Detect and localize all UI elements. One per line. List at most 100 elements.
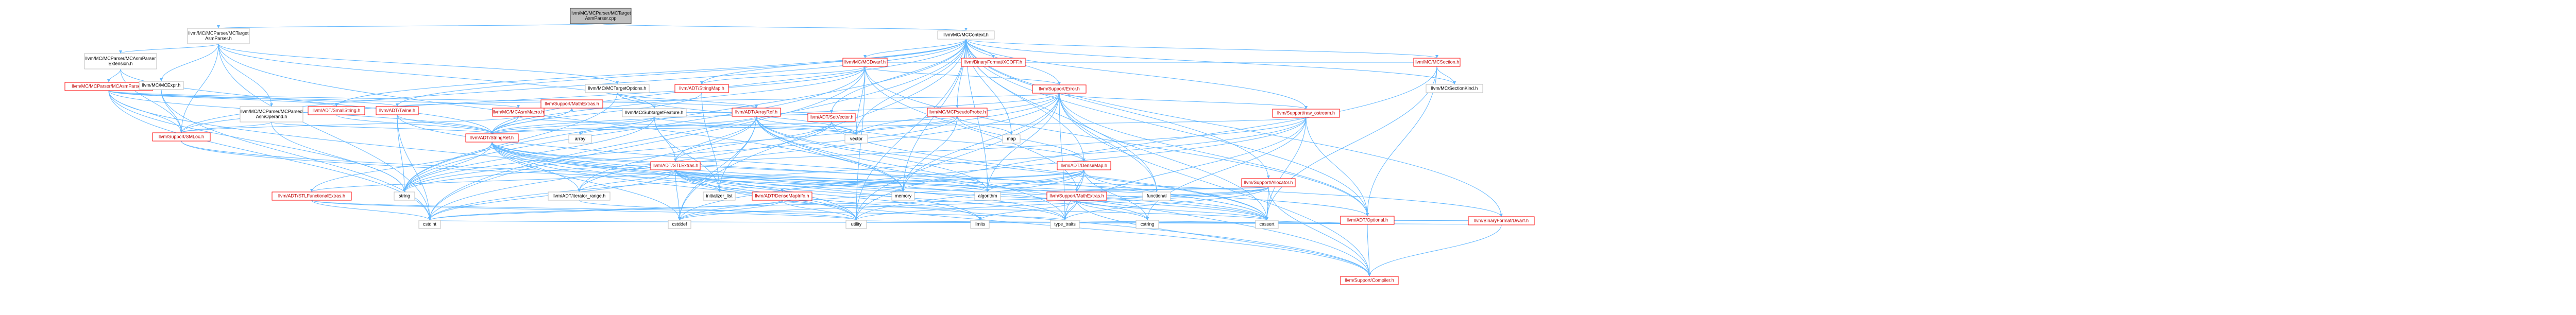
node-stlfunctional[interactable]: llvm/ADT/STLFunctionalExtras.h	[272, 191, 352, 201]
arrowhead-mcasmparserext-to-mcasmparser	[107, 79, 110, 82]
node-utility[interactable]: utility	[845, 220, 867, 229]
node-label-mctap_h-line-0: llvm/MC/MCParser/MCTarget	[188, 30, 249, 36]
node-mcpseudoprobe[interactable]: llvm/MC/MCPseudoProbe.h	[927, 108, 988, 117]
arrowhead-root-to-mctap_h	[217, 25, 220, 28]
node-limits[interactable]: limits	[970, 220, 990, 229]
node-densemapinfo[interactable]: llvm/ADT/DenseMapInfo.h	[752, 191, 812, 201]
edge-densemapinfo-to-utility	[782, 200, 857, 221]
node-dwarf[interactable]: llvm/BinaryFormat/Dwarf.h	[1468, 216, 1535, 225]
node-supporterror[interactable]: llvm/Support/Error.h	[1032, 84, 1087, 94]
edge-mcdwarf-to-mathextras	[865, 66, 1077, 192]
node-twine[interactable]: llvm/ADT/Twine.h	[376, 106, 419, 115]
node-string[interactable]: string	[394, 191, 415, 201]
edge-mccontext-to-mcsection	[965, 39, 1437, 59]
node-smloc[interactable]: llvm/Support/SMLoc.h	[152, 132, 211, 142]
node-label-densemap-line-0: llvm/ADT/DenseMap.h	[1061, 163, 1107, 168]
edge-arrayref-to-typetraits	[756, 116, 1065, 221]
node-mcsection[interactable]: llvm/MC/MCSection.h	[1413, 58, 1461, 67]
edge-mcparsedasmop-to-string	[271, 121, 405, 192]
edge-supporterror-to-memory	[903, 93, 1060, 192]
node-rawostream[interactable]: llvm/Support/raw_ostream.h	[1272, 109, 1340, 118]
node-box-cstddef	[668, 220, 691, 229]
node-array[interactable]: array	[568, 134, 592, 144]
node-typetraits[interactable]: type_traits	[1050, 220, 1080, 229]
node-box-compiler	[1340, 276, 1399, 285]
arrowhead-mcpseudoprobe-to-densemap	[1082, 159, 1086, 162]
node-xcoff[interactable]: llvm/BinaryFormat/XCOFF.h	[961, 58, 1026, 67]
node-label-subtargetfeature-line-0: llvm/MC/SubtargetFeature.h	[625, 110, 684, 115]
node-box-stlextras	[650, 161, 701, 170]
edge-mcasmparser-to-arrayref	[108, 90, 757, 109]
node-box-vector	[844, 134, 868, 144]
node-setvector[interactable]: llvm/ADT/SetVector.h	[807, 113, 856, 122]
node-box-cassert	[1255, 220, 1279, 229]
edge-root-to-mccontext	[600, 23, 967, 31]
node-stringmap[interactable]: llvm/ADT/StringMap.h	[674, 84, 729, 93]
node-arrayref[interactable]: llvm/ADT/ArrayRef.h	[732, 108, 781, 117]
edge-mcasmparser-to-twine	[108, 90, 398, 107]
node-box-sectionkind	[1426, 84, 1483, 93]
node-mcasmmacro[interactable]: llvm/MC/MCAsmMacro.h	[492, 108, 545, 117]
node-algorithm[interactable]: algorithm	[974, 191, 1001, 201]
node-label-allocator-line-0: llvm/Support/Allocator.h	[1244, 180, 1293, 185]
node-box-mathextras	[1046, 191, 1107, 201]
arrowhead-densemap-to-initlist	[718, 189, 721, 192]
node-supportmathextras_top[interactable]: llvm/Support/MathExtras.h	[540, 99, 603, 109]
node-allocator[interactable]: llvm/Support/Allocator.h	[1241, 178, 1296, 187]
node-cstddef[interactable]: cstddef	[668, 220, 691, 229]
node-box-mctap_h	[187, 28, 250, 44]
node-stlextras[interactable]: llvm/ADT/STLExtras.h	[650, 161, 701, 170]
node-box-cstdint	[418, 220, 441, 229]
node-mathextras[interactable]: llvm/Support/MathExtras.h	[1046, 191, 1107, 201]
arrowhead-mathextras-to-limits	[978, 217, 981, 220]
node-label-mcasmparserext-line-0: llvm/MC/MCParser/MCAsmParser	[86, 56, 156, 61]
edge-setvector-to-densemap	[831, 121, 1084, 162]
node-mctargetoptions[interactable]: llvm/MC/MCTargetOptions.h	[585, 84, 650, 93]
node-label-stlfunctional-line-0: llvm/ADT/STLFunctionalExtras.h	[278, 193, 345, 198]
node-cassert[interactable]: cassert	[1255, 220, 1279, 229]
edge-mathextras-to-limits	[979, 200, 1077, 221]
edge-rawostream-to-cstring	[1147, 117, 1307, 221]
edge-stlfunctional-to-cstdint	[311, 200, 430, 221]
node-mccontext[interactable]: llvm/MC/MCContext.h	[937, 30, 995, 40]
edge-mcdwarf-to-vector	[856, 66, 866, 135]
node-memory[interactable]: memory	[891, 191, 915, 201]
arrowhead-mccontext-to-setvector	[830, 110, 833, 113]
edge-rawostream-to-cstdint	[429, 117, 1307, 221]
node-label-cstddef-line-0: cstddef	[672, 221, 687, 226]
node-vector[interactable]: vector	[844, 134, 868, 144]
node-iteratorrange[interactable]: llvm/ADT/iterator_range.h	[548, 191, 611, 201]
edge-mcpseudoprobe-to-stringref	[492, 116, 958, 134]
node-densemap[interactable]: llvm/ADT/DenseMap.h	[1057, 161, 1111, 170]
edge-stlextras-to-iteratorrange	[579, 169, 676, 192]
edge-mccontext-to-stringref	[492, 39, 967, 134]
node-sectionkind[interactable]: llvm/MC/SectionKind.h	[1426, 84, 1483, 93]
node-label-twine-line-0: llvm/ADT/Twine.h	[379, 108, 415, 113]
node-box-utility	[845, 220, 867, 229]
node-subtargetfeature[interactable]: llvm/MC/SubtargetFeature.h	[622, 108, 687, 117]
edge-mcasmparserext-to-mcasmparser	[108, 68, 121, 83]
edge-mcasmparser-to-mcasmmacro	[108, 90, 519, 109]
node-smallstring[interactable]: llvm/ADT/SmallString.h	[308, 106, 365, 115]
node-box-initlist	[703, 191, 736, 201]
node-stringref[interactable]: llvm/ADT/StringRef.h	[465, 133, 519, 143]
edge-stlfunctional-to-utility	[311, 200, 857, 221]
node-compiler[interactable]: llvm/Support/Compiler.h	[1340, 276, 1399, 285]
node-initlist[interactable]: initializer_list	[703, 191, 736, 201]
node-optional[interactable]: llvm/ADT/Optional.h	[1340, 216, 1395, 225]
node-label-supportmathextras_top-line-0: llvm/Support/MathExtras.h	[545, 101, 599, 106]
edge-stringmap-to-initlist	[701, 92, 720, 192]
node-functional[interactable]: functional	[1142, 191, 1171, 201]
node-map[interactable]: map	[1002, 134, 1021, 144]
node-mcdwarf[interactable]: llvm/MC/MCDwarf.h	[842, 58, 888, 67]
edge-dwarf-to-compiler	[1369, 224, 1502, 277]
node-cstring[interactable]: cstring	[1136, 220, 1159, 229]
arrowhead-mcpseudoprobe-to-map	[1010, 132, 1013, 135]
node-mcexpr[interactable]: llvm/MC/MCExpr.h	[139, 81, 184, 90]
node-cstdint[interactable]: cstdint	[418, 220, 441, 229]
node-box-xcoff	[961, 58, 1026, 67]
